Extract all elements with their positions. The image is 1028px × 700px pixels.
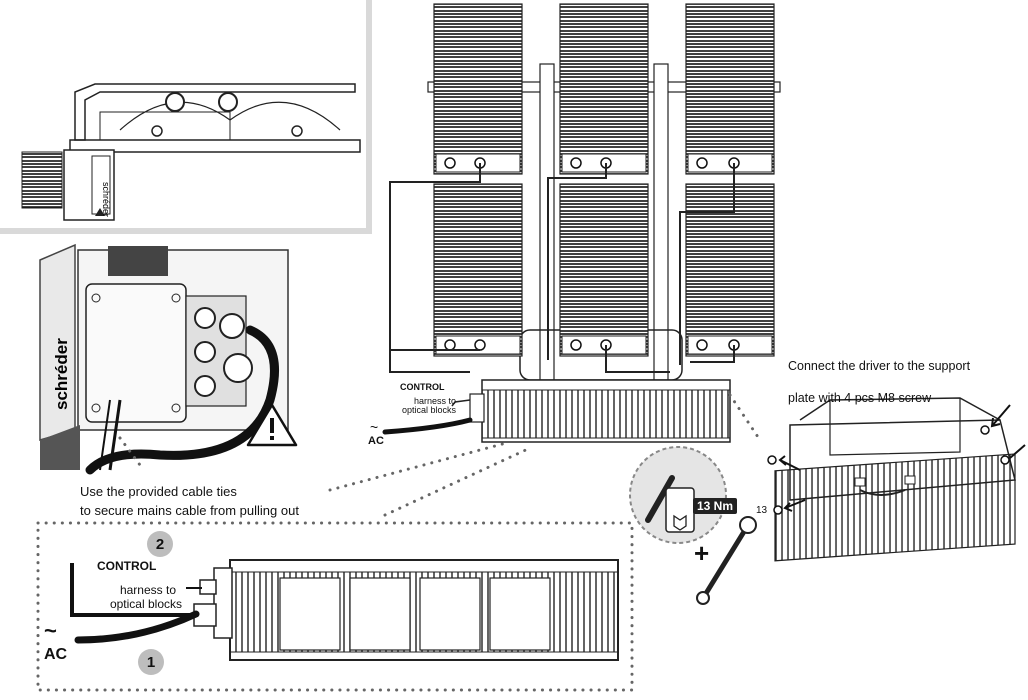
ac-symbol-top: ~ [370,419,379,435]
inset-brand: schréder [101,182,111,217]
warning-icon [246,403,298,447]
wrench-size-label: 13 [756,505,768,516]
plus-symbol: + [694,538,710,568]
harness-label-detail-cont: optical blocks [109,597,182,611]
ac-symbol-detail: ~ [44,618,57,643]
ac-label-detail: AC [44,646,68,663]
m8-screw-icon [767,404,1026,515]
torque-value: 13 Nm [693,498,738,514]
wrench-icon [696,516,757,605]
torque-wrench-icon [629,446,727,544]
photo-brand: schréder [52,338,71,410]
luminaire-assembly [382,3,781,443]
inset-overview [0,0,372,234]
cable-ties-instruction: Use the provided cable ties [80,484,237,499]
harness-label-top: harness to [413,396,456,406]
step-badge-ac: 1 [138,649,164,675]
connect-driver-instruction-cont: plate with 4 pcs M8 screw [788,391,932,405]
harness-label-top-cont: optical blocks [401,405,456,415]
driver-photo [39,243,289,475]
detail-driver [70,559,619,661]
ac-label-top: AC [368,435,384,447]
harness-label-detail: harness to [119,583,176,597]
cable-ties-instruction-cont: to secure mains cable from pulling out [80,503,299,518]
mounting-detail [774,397,1016,562]
connect-driver-instruction: Connect the driver to the support [788,359,971,373]
control-label-top: CONTROL [400,382,445,392]
control-label-detail: CONTROL [97,559,157,573]
step-badge-control: 2 [147,531,173,557]
leader-lines [118,393,762,517]
